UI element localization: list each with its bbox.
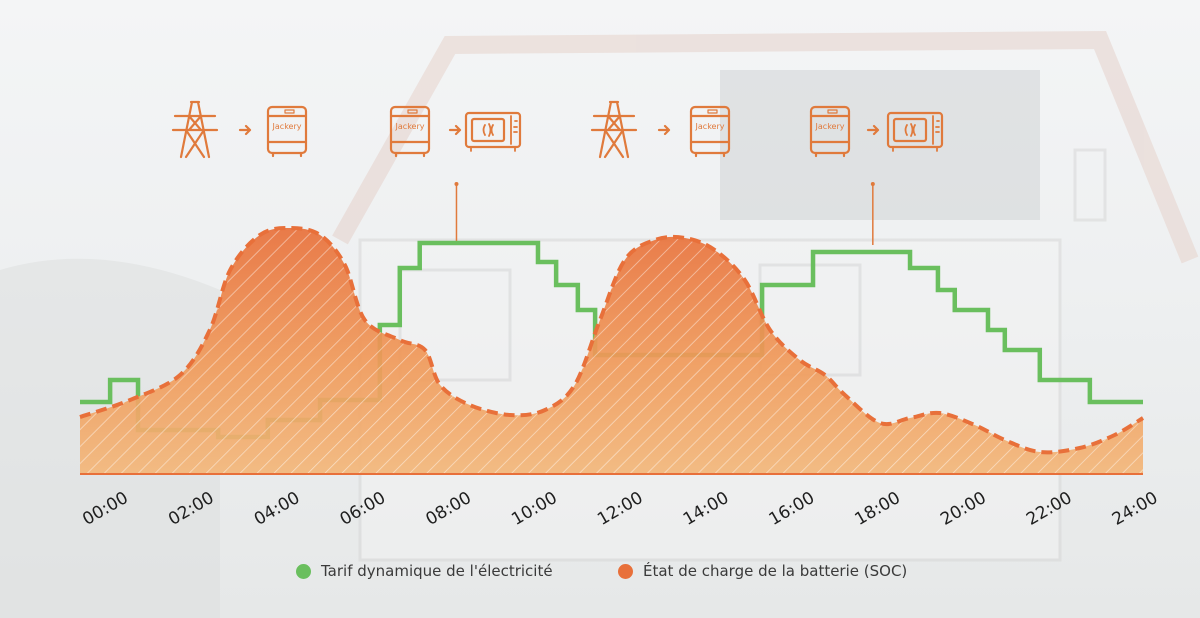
battery-station-icon: Jackery xyxy=(689,105,731,158)
svg-text:Jackery: Jackery xyxy=(395,122,425,131)
x-tick-label: 16:00 xyxy=(766,488,818,530)
arrow-right-icon xyxy=(448,124,462,136)
x-tick-label: 04:00 xyxy=(251,488,303,530)
legend-item-soc: État de charge de la batterie (SOC) xyxy=(618,562,907,580)
battery-station-icon: Jackery xyxy=(389,105,431,158)
x-tick-label: 02:00 xyxy=(165,488,217,530)
microwave-icon xyxy=(464,111,522,152)
x-tick-label: 12:00 xyxy=(594,488,646,530)
battery-station-icon: Jackery xyxy=(266,105,308,158)
legend-item-tariff: Tarif dynamique de l'électricité xyxy=(296,562,553,580)
tariff-legend-label: Tarif dynamique de l'électricité xyxy=(321,562,553,580)
soc-dashed-line xyxy=(79,225,1145,455)
battery-station-icon: Jackery xyxy=(809,105,851,158)
power-tower-icon xyxy=(171,100,219,159)
arrow-right-icon xyxy=(238,124,252,136)
arrow-right-icon xyxy=(657,124,671,136)
microwave-icon xyxy=(886,111,944,152)
soc-area-hatch xyxy=(80,228,1143,474)
x-tick-label: 00:00 xyxy=(79,488,131,530)
marker-dot xyxy=(454,182,459,186)
arrow-right-icon xyxy=(866,124,880,136)
x-tick-label: 10:00 xyxy=(508,488,560,530)
x-tick-label: 06:00 xyxy=(337,488,389,530)
markers xyxy=(454,182,875,245)
x-tick-label: 22:00 xyxy=(1023,488,1075,530)
x-tick-label: 18:00 xyxy=(851,488,903,530)
svg-text:Jackery: Jackery xyxy=(695,122,725,131)
svg-text:Jackery: Jackery xyxy=(272,122,302,131)
x-tick-label: 14:00 xyxy=(680,488,732,530)
soc-legend-label: État de charge de la batterie (SOC) xyxy=(643,562,908,580)
icon-row: Jackery Jackery Jackery Jackery xyxy=(171,100,944,159)
x-tick-label: 24:00 xyxy=(1109,488,1161,530)
x-tick-label: 08:00 xyxy=(422,488,474,530)
marker-dot xyxy=(870,182,875,186)
x-axis-ticks: 00:00 02:00 04:00 06:00 08:00 10:00 12:00 14:00… xyxy=(79,488,1161,530)
soc-legend-dot xyxy=(618,563,633,579)
power-tower-icon xyxy=(590,100,638,159)
tariff-legend-dot xyxy=(296,563,311,579)
x-tick-label: 20:00 xyxy=(937,488,989,530)
svg-text:Jackery: Jackery xyxy=(815,122,845,131)
